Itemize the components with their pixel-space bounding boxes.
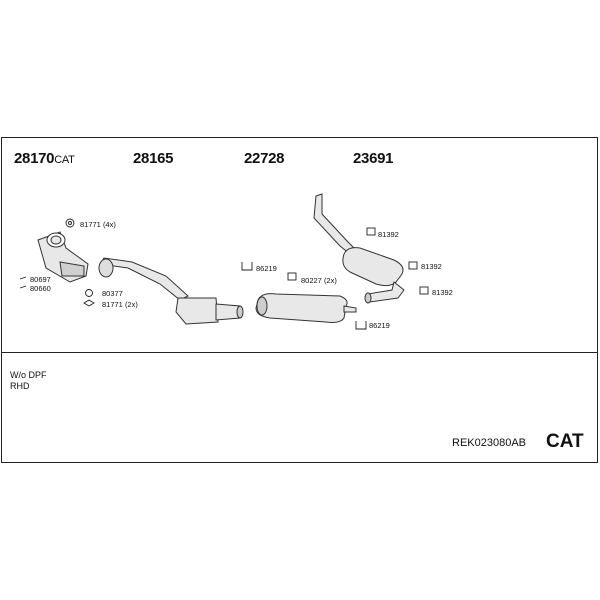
ref-80227-2x: 80227 (2x)	[301, 276, 337, 285]
ref-80697: 80697	[30, 275, 51, 284]
cat-badge: CAT	[546, 431, 584, 452]
middle-silencer-part	[255, 293, 357, 323]
ref-81771-4x: 81771 (4x)	[80, 220, 116, 229]
hanger-icon	[287, 272, 297, 281]
ref-81392-c: 81392	[432, 288, 453, 297]
ref-80377: 80377	[102, 289, 123, 298]
rear-silencer-part	[313, 193, 405, 304]
note-rhd: RHD	[10, 381, 30, 391]
part-number-22728: 22728	[244, 150, 285, 167]
bolt-icon	[19, 276, 27, 289]
ref-81392-a: 81392	[378, 230, 399, 239]
part-number-23691: 23691	[353, 150, 394, 167]
ref-86219-b: 86219	[369, 321, 390, 330]
diagram-divider	[1, 352, 598, 353]
ref-80660: 80660	[30, 284, 51, 293]
catalytic-converter-part	[37, 231, 89, 283]
ref-81771-2x: 81771 (2x)	[102, 300, 138, 309]
part-number-28170: 28170CAT	[14, 150, 75, 167]
bracket-icon	[355, 321, 367, 330]
bracket-icon	[241, 262, 253, 271]
front-pipe-part	[98, 257, 244, 325]
ref-86219-a: 86219	[256, 264, 277, 273]
kit-code: REK023080AB	[452, 437, 526, 449]
hanger-icon	[366, 227, 376, 236]
ref-81392-b: 81392	[421, 262, 442, 271]
clamp-icon	[85, 289, 93, 297]
part-number-28165: 28165	[133, 150, 174, 167]
hanger-icon	[419, 286, 429, 295]
gasket-icon	[83, 299, 95, 307]
note-dpf: W/o DPF	[10, 370, 47, 380]
hanger-icon	[408, 261, 418, 270]
diagram-frame	[1, 137, 598, 463]
